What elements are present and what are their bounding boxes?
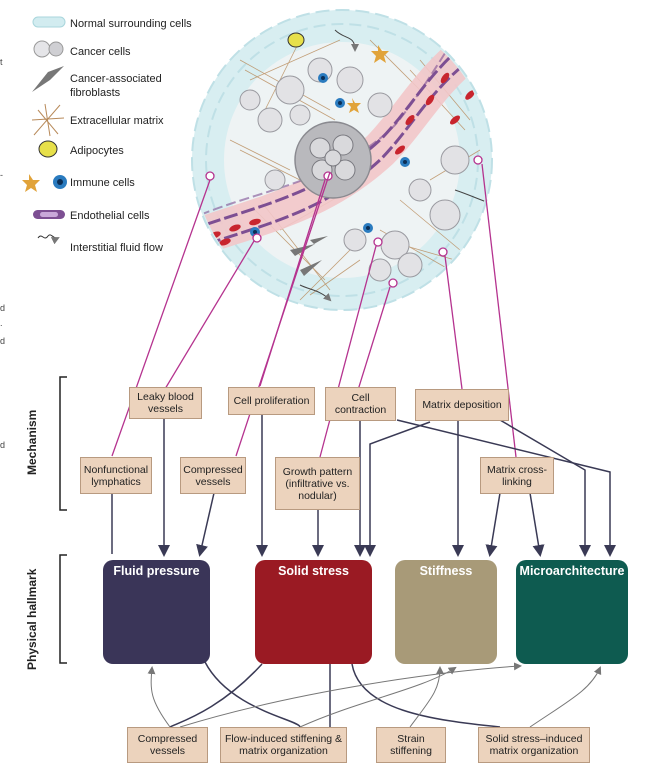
margin-fragment: d bbox=[0, 303, 6, 313]
legend-label: Extracellular matrix bbox=[70, 115, 164, 127]
hallmark-stiffness: Stiffness bbox=[395, 560, 497, 664]
mechanism-leaky-blood-vessels: Leaky blood vessels bbox=[129, 387, 202, 419]
mechanism-nonfunctional-lymphatics: Nonfunctional lymphatics bbox=[80, 457, 152, 494]
legend-label: Adipocytes bbox=[70, 145, 124, 157]
legend-label: Cancer cells bbox=[70, 46, 131, 58]
hallmark-microarchitecture: Microarchitecture bbox=[516, 560, 628, 664]
hallmark-title: Solid stress bbox=[278, 564, 349, 578]
legend-label: Cancer-associated fibroblasts bbox=[70, 73, 162, 99]
mechanism-matrix-cross-linking: Matrix cross-linking bbox=[480, 457, 554, 494]
feedback-arrows bbox=[147, 662, 602, 728]
legend-symbols bbox=[22, 16, 67, 245]
interaction-strain-stiffening: Strain stiffening bbox=[376, 727, 446, 763]
tissue-connectors bbox=[111, 155, 517, 458]
mechanism-bracket bbox=[59, 376, 67, 511]
axis-label-physical-hallmark: Physical hallmark bbox=[25, 568, 39, 670]
mechanism-cell-proliferation: Cell proliferation bbox=[228, 387, 315, 415]
mechanism-compressed-vessels: Compressed vessels bbox=[180, 457, 246, 494]
hallmark-bracket bbox=[59, 554, 67, 664]
immune-cells bbox=[250, 45, 410, 237]
hallmark-fluid-pressure: Fluid pressure bbox=[103, 560, 210, 664]
hallmark-title: Microarchitecture bbox=[519, 564, 625, 578]
hallmark-title: Stiffness bbox=[419, 564, 473, 578]
legend-label: Endothelial cells bbox=[70, 210, 150, 222]
legend-label: Immune cells bbox=[70, 177, 135, 189]
mechanism-arrows bbox=[111, 414, 616, 557]
legend-label: Interstitial fluid flow bbox=[70, 242, 163, 254]
interaction-compressed-vessels: Compressed vessels bbox=[127, 727, 208, 763]
tumor-tissue-illustration bbox=[191, 9, 493, 311]
axis-label-mechanism: Mechanism bbox=[25, 409, 39, 475]
margin-fragment: t bbox=[0, 57, 3, 67]
mechanism-cell-contraction: Cell contraction bbox=[325, 387, 396, 421]
interaction-flow-induced: Flow-induced stiffening & matrix organiz… bbox=[220, 727, 347, 763]
interaction-solid-stress-induced: Solid stress–induced matrix organization bbox=[478, 727, 590, 763]
margin-fragment: . bbox=[0, 318, 3, 328]
margin-fragment: - bbox=[0, 170, 3, 180]
hallmark-solid-stress: Solid stress bbox=[255, 560, 372, 664]
mechanism-matrix-deposition: Matrix deposition bbox=[415, 389, 509, 421]
interaction-arrows bbox=[169, 661, 501, 728]
legend-label: Normal surrounding cells bbox=[70, 18, 192, 30]
margin-fragment: d bbox=[0, 336, 6, 346]
mechanism-growth-pattern: Growth pattern (infiltrative vs. nodular… bbox=[275, 457, 360, 510]
margin-fragment: d bbox=[0, 440, 6, 450]
hallmark-title: Fluid pressure bbox=[113, 564, 200, 578]
